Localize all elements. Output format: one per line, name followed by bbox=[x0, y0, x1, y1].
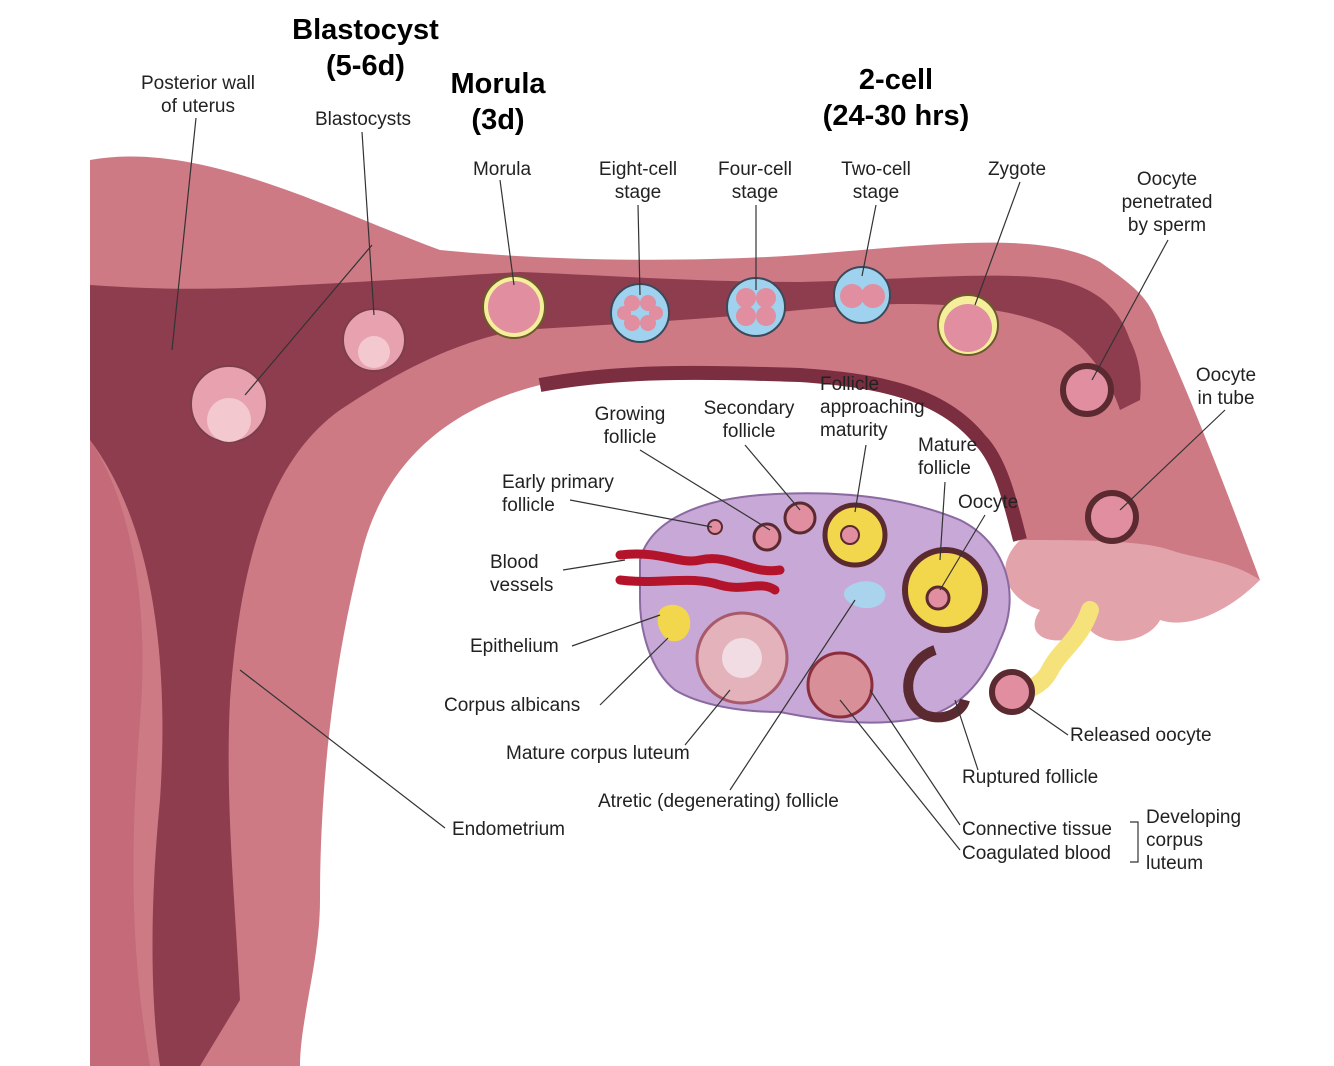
developing-bracket bbox=[1130, 821, 1139, 863]
developing-corpus-luteum bbox=[806, 651, 874, 719]
leader-released-oocyte bbox=[1024, 704, 1069, 736]
fimbriae bbox=[1005, 540, 1260, 641]
uterine-cavity bbox=[90, 272, 1141, 1066]
blastocyst-implanting bbox=[190, 365, 268, 443]
header-morula: Morula (3d) bbox=[450, 68, 546, 136]
leader-endometrium bbox=[239, 669, 446, 829]
label-mature-follicle: Mature follicle bbox=[918, 435, 978, 479]
label-ruptured-follicle: Ruptured follicle bbox=[962, 767, 1099, 788]
leader-oocyte-in-tube bbox=[1119, 409, 1226, 511]
label-follicle-approaching: Follicle approaching maturity bbox=[820, 374, 925, 441]
label-developing-corpus-luteum: Developing corpus luteum bbox=[1146, 807, 1242, 874]
leader-posterior-wall bbox=[171, 117, 197, 351]
leader-blastocysts-2 bbox=[244, 244, 373, 396]
leader-early-primary bbox=[569, 499, 713, 528]
leader-connective-tissue bbox=[869, 689, 961, 826]
eight-cell-embryo bbox=[610, 283, 670, 343]
leader-growing-follicle bbox=[639, 449, 771, 531]
leader-two-cell bbox=[861, 204, 877, 277]
label-released-oocyte: Released oocyte bbox=[1070, 725, 1212, 746]
penetrated-oocyte-cell bbox=[1060, 363, 1114, 417]
blastocyst-tube bbox=[342, 308, 406, 372]
label-atretic-follicle: Atretic (degenerating) follicle bbox=[598, 791, 839, 812]
tube-wall-edge bbox=[538, 365, 1027, 542]
uterus-wall bbox=[90, 156, 1260, 1066]
label-zygote: Zygote bbox=[987, 159, 1047, 180]
leader-oocyte bbox=[939, 514, 986, 591]
blood-vessels bbox=[615, 549, 785, 595]
leader-eight-cell bbox=[637, 204, 641, 296]
label-connective-tissue: Connective tissue bbox=[962, 819, 1112, 840]
label-coagulated-blood: Coagulated blood bbox=[962, 843, 1111, 864]
leader-blood-vessels bbox=[562, 559, 626, 571]
growing-follicle bbox=[752, 522, 782, 552]
oocyte-in-tube-cell bbox=[1085, 490, 1139, 544]
header-two-cell: 2-cell (24-30 hrs) bbox=[822, 64, 970, 132]
leader-ruptured-follicle bbox=[954, 699, 979, 771]
label-epithelium: Epithelium bbox=[470, 636, 559, 657]
epithelium-patch bbox=[657, 604, 691, 642]
endometrium-layer bbox=[90, 440, 150, 1066]
early-primary-follicle bbox=[707, 519, 723, 535]
label-oocyte-in-tube: Oocyte in tube bbox=[1195, 365, 1257, 409]
morula-embryo bbox=[482, 275, 546, 339]
label-posterior-wall: Posterior wall of uterus bbox=[140, 73, 256, 117]
ruptured-follicle bbox=[903, 645, 970, 723]
leader-blastocysts-1 bbox=[361, 131, 375, 316]
label-blastocysts: Blastocysts bbox=[314, 109, 412, 130]
label-mature-corpus-luteum: Mature corpus luteum bbox=[506, 743, 690, 764]
label-blood-vessels: Blood vessels bbox=[490, 552, 554, 596]
four-cell-embryo bbox=[726, 277, 786, 337]
label-secondary-follicle: Secondary follicle bbox=[703, 398, 795, 442]
label-endometrium: Endometrium bbox=[452, 819, 565, 840]
zygote-cell bbox=[937, 294, 999, 356]
leader-corpus-albicans bbox=[599, 637, 669, 706]
label-early-primary: Early primary follicle bbox=[502, 472, 614, 516]
released-oocyte bbox=[989, 669, 1035, 715]
leader-mature-follicle bbox=[939, 481, 946, 561]
two-cell-embryo bbox=[833, 266, 891, 324]
label-eight-cell: Eight-cell stage bbox=[598, 159, 678, 203]
leader-morula bbox=[499, 179, 515, 286]
header-blastocyst: Blastocyst (5-6d) bbox=[292, 14, 439, 82]
leader-coagulated-blood bbox=[839, 699, 961, 851]
label-morula: Morula bbox=[472, 159, 532, 180]
leader-oocyte-penetrated bbox=[1091, 239, 1169, 381]
label-oocyte-penetrated: Oocyte penetrated by sperm bbox=[1121, 169, 1213, 236]
label-four-cell: Four-cell stage bbox=[718, 159, 792, 203]
secondary-follicle bbox=[783, 501, 817, 535]
label-growing-follicle: Growing follicle bbox=[594, 404, 666, 448]
leader-mature-corpus-luteum bbox=[684, 689, 731, 746]
leader-secondary-follicle bbox=[744, 444, 801, 511]
label-two-cell: Two-cell stage bbox=[841, 159, 911, 203]
label-oocyte: Oocyte bbox=[958, 492, 1019, 513]
label-corpus-albicans: Corpus albicans bbox=[444, 695, 581, 716]
leader-zygote bbox=[974, 181, 1021, 306]
leader-epithelium bbox=[571, 614, 661, 647]
leader-atretic-follicle bbox=[729, 599, 856, 791]
leader-follicle-approaching bbox=[854, 444, 867, 513]
